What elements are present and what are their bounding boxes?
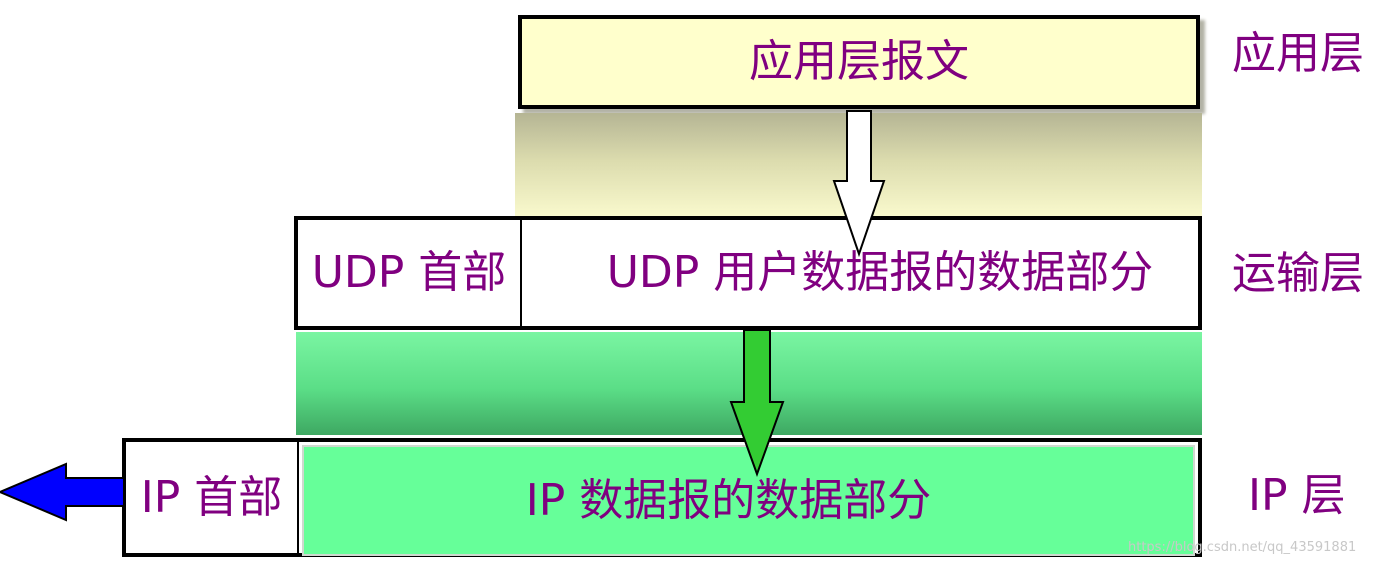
layer-label-ip: IP 层 — [1248, 470, 1346, 521]
udp-header-label: UDP 首部 — [311, 247, 507, 298]
application-message-box: 应用层报文 — [518, 15, 1200, 109]
down-arrow-green-icon — [729, 329, 785, 477]
left-arrow-blue-icon — [0, 462, 125, 522]
watermark: https://blog.csdn.net/qq_43591881 — [1128, 540, 1357, 555]
layer-label-transport: 运输层 — [1232, 248, 1364, 299]
layer-label-application: 应用层 — [1232, 28, 1364, 79]
down-arrow-white-icon — [832, 110, 886, 258]
udp-data-label: UDP 用户数据报的数据部分 — [606, 247, 1154, 298]
udp-data-cell: UDP 用户数据报的数据部分 — [522, 220, 1198, 326]
udp-datagram: UDP 首部 UDP 用户数据报的数据部分 — [294, 216, 1202, 330]
application-message-label: 应用层报文 — [749, 36, 969, 87]
ip-header-cell: IP 首部 — [126, 442, 299, 553]
ip-data-label: IP 数据报的数据部分 — [525, 474, 932, 526]
ip-data-cell: IP 数据报的数据部分 — [302, 445, 1195, 556]
ip-datagram: IP 首部 IP 数据报的数据部分 — [122, 438, 1202, 557]
udp-header-cell: UDP 首部 — [298, 220, 522, 326]
ip-header-label: IP 首部 — [140, 471, 283, 523]
